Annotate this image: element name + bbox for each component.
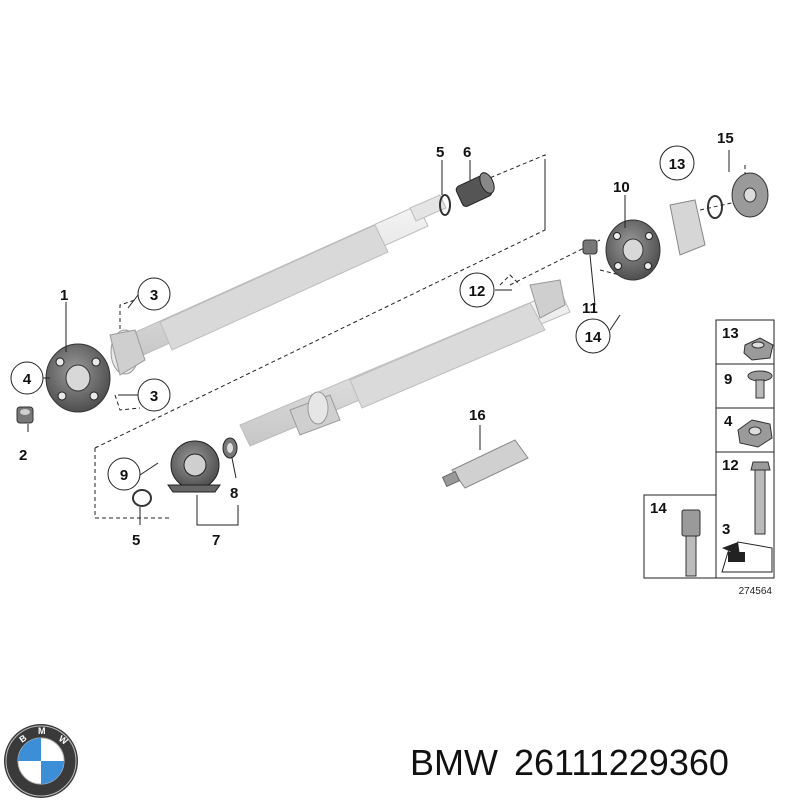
callout-1: 1 <box>60 287 68 304</box>
leader-lines <box>27 150 730 526</box>
callout-13: 13 <box>659 145 695 181</box>
callout-11: 11 <box>582 300 598 317</box>
callout-3-upper: 3 <box>137 277 171 311</box>
svg-text:3: 3 <box>722 521 730 538</box>
hex-nut-icon <box>737 419 773 448</box>
svg-text:4: 4 <box>724 413 733 430</box>
grease-tube-16 <box>441 439 529 489</box>
diagram-reference-number: 274564 <box>739 586 773 597</box>
callout-7: 7 <box>212 532 220 549</box>
part-number: 26111229360 <box>513 742 729 783</box>
callout-3-lower: 3 <box>137 378 171 412</box>
fastener-legend: 13 9 4 12 3 <box>643 319 775 597</box>
svg-text:12: 12 <box>722 457 739 474</box>
callout-4: 4 <box>10 361 44 395</box>
rear-flex-disc <box>605 219 661 281</box>
svg-text:10: 10 <box>613 179 630 196</box>
svg-text:7: 7 <box>212 532 220 549</box>
brand-name: BMW <box>410 742 498 783</box>
callout-16: 16 <box>469 407 486 424</box>
svg-text:5: 5 <box>132 532 140 549</box>
callout-5-top: 5 <box>436 144 444 161</box>
svg-text:8: 8 <box>230 485 238 502</box>
front-flex-disc <box>45 343 111 413</box>
ring-5-bottom <box>132 489 152 507</box>
legend-row-9: 9 <box>724 370 773 399</box>
rear-propeller-shaft <box>239 279 571 447</box>
svg-text:4: 4 <box>23 371 32 388</box>
callout-9: 9 <box>107 457 141 491</box>
legend-row-4: 4 <box>724 413 773 448</box>
svg-text:9: 9 <box>724 371 732 388</box>
svg-text:B: B <box>17 732 28 744</box>
svg-text:11: 11 <box>582 300 598 317</box>
svg-text:M: M <box>38 726 46 736</box>
legend-row-14: 14 <box>650 500 701 577</box>
part-caption: BMW 26111229360 <box>410 738 795 788</box>
torx-bolt-icon <box>681 509 701 577</box>
svg-text:5: 5 <box>436 144 444 161</box>
svg-text:3: 3 <box>150 388 158 405</box>
svg-text:14: 14 <box>585 329 602 346</box>
sleeve-6 <box>455 172 495 207</box>
callout-10: 10 <box>613 179 630 196</box>
nut-11 <box>582 239 598 255</box>
svg-text:15: 15 <box>717 130 734 147</box>
callout-6: 6 <box>463 144 471 161</box>
bearing-ring-8 <box>222 437 238 459</box>
svg-text:1: 1 <box>60 287 68 304</box>
callout-14: 14 <box>575 318 611 354</box>
bmw-logo: B M W <box>4 724 78 798</box>
legend-row-13: 13 <box>722 325 774 361</box>
svg-text:2: 2 <box>19 447 27 464</box>
callout-8: 8 <box>230 485 238 502</box>
callout-5-bottom: 5 <box>132 532 140 549</box>
svg-text:13: 13 <box>722 325 739 342</box>
svg-text:12: 12 <box>469 283 486 300</box>
svg-text:3: 3 <box>150 287 158 304</box>
flange-bolt-icon <box>747 370 773 399</box>
svg-text:13: 13 <box>669 156 686 173</box>
callout-12: 12 <box>459 272 495 308</box>
svg-text:14: 14 <box>650 500 667 517</box>
svg-text:9: 9 <box>120 467 128 484</box>
front-propeller-shaft <box>109 194 447 376</box>
legend-row-12: 12 3 <box>721 457 773 573</box>
nut-2 <box>16 406 34 424</box>
svg-text:6: 6 <box>463 144 471 161</box>
direction-arrow-icon <box>721 541 773 573</box>
callout-2: 2 <box>19 447 27 464</box>
long-bolt-icon <box>750 461 771 535</box>
center-bearing <box>167 440 221 493</box>
svg-text:16: 16 <box>469 407 486 424</box>
flange-15 <box>669 172 769 256</box>
callout-15: 15 <box>717 130 734 147</box>
flange-nut-icon <box>743 337 774 361</box>
ring-5-top <box>439 194 451 216</box>
